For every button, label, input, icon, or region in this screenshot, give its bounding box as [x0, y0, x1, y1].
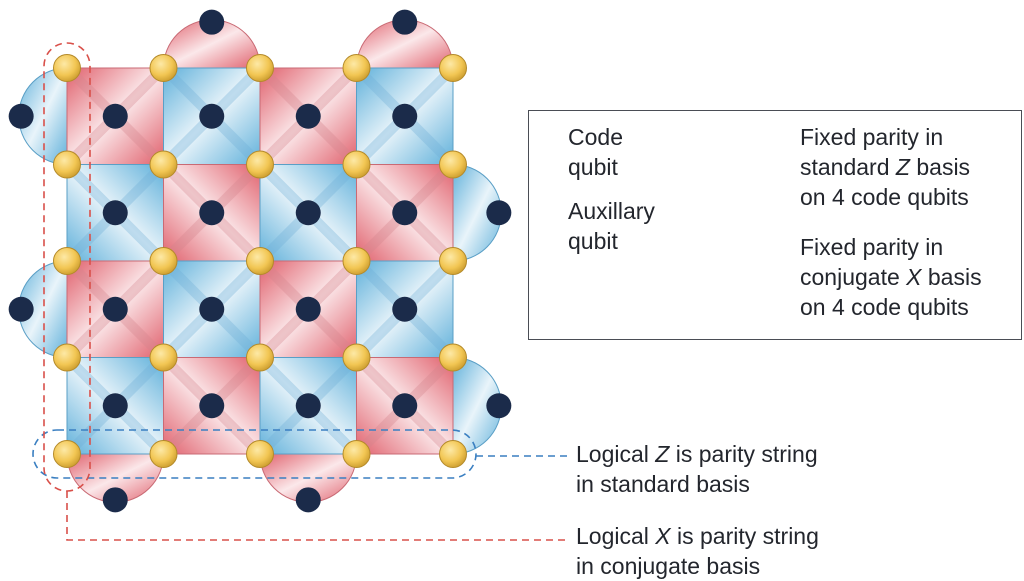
code-qubit — [246, 343, 274, 372]
code-qubit — [53, 247, 81, 275]
code-qubit — [246, 440, 274, 468]
auxiliary-qubit — [199, 9, 225, 35]
legend-z-stabilizer-label: Fixed parity in standard Z basis on 4 co… — [800, 124, 971, 210]
logical-x-leader — [66, 491, 570, 541]
auxiliary-qubit — [486, 200, 512, 226]
code-qubit — [149, 343, 178, 372]
auxiliary-qubit — [102, 103, 128, 129]
code-qubit — [149, 440, 178, 468]
code-qubit — [342, 247, 371, 275]
auxiliary-qubit — [102, 487, 128, 513]
auxiliary-qubit — [102, 296, 128, 322]
code-qubit — [439, 343, 467, 372]
auxiliary-qubit — [295, 103, 321, 129]
auxiliary-qubit — [199, 200, 225, 226]
auxiliary-qubit — [199, 103, 225, 129]
auxiliary-qubit — [295, 393, 321, 419]
auxiliary-qubit — [295, 200, 321, 226]
code-qubit — [342, 440, 371, 468]
logical-x-annotation: Logical X is parity string in conjugate … — [576, 523, 819, 579]
code-qubit — [149, 54, 178, 82]
auxiliary-qubit — [8, 296, 34, 322]
code-qubit — [53, 440, 81, 468]
code-qubit — [149, 247, 178, 275]
code-qubits — [53, 54, 467, 468]
auxiliary-qubits — [8, 9, 512, 513]
logical-z-annotation: Logical Z is parity string in standard b… — [576, 441, 818, 497]
code-qubit — [342, 54, 371, 82]
auxiliary-qubit — [392, 9, 418, 35]
legend — [528, 110, 1022, 340]
code-qubit — [53, 54, 81, 82]
code-qubit — [439, 247, 467, 275]
auxiliary-qubit — [392, 296, 418, 322]
code-qubit — [342, 343, 371, 372]
code-qubit — [246, 150, 274, 179]
logical-z-loop — [32, 429, 477, 479]
code-qubit — [53, 343, 81, 372]
auxiliary-qubit — [102, 393, 128, 419]
code-qubit — [439, 54, 467, 82]
code-qubit — [439, 440, 467, 468]
auxiliary-qubit — [199, 296, 225, 322]
legend-x-stabilizer-label: Fixed parity in conjugate X basis on 4 c… — [800, 234, 982, 320]
code-qubit — [53, 150, 81, 179]
auxiliary-qubit — [295, 296, 321, 322]
auxiliary-qubit — [392, 200, 418, 226]
auxiliary-qubit — [392, 393, 418, 419]
auxiliary-qubit — [392, 103, 418, 129]
auxiliary-qubit — [102, 200, 128, 226]
logical-operator-loops — [32, 42, 570, 541]
z-stabilizer-plaquette — [259, 164, 357, 262]
code-qubit — [342, 150, 371, 179]
auxiliary-qubit — [295, 487, 321, 513]
code-qubit — [149, 150, 178, 179]
code-qubit — [246, 247, 274, 275]
code-qubit — [246, 54, 274, 82]
code-qubit — [439, 150, 467, 179]
auxiliary-qubit — [8, 103, 34, 129]
auxiliary-qubit — [199, 393, 225, 419]
auxiliary-qubit — [486, 393, 512, 419]
